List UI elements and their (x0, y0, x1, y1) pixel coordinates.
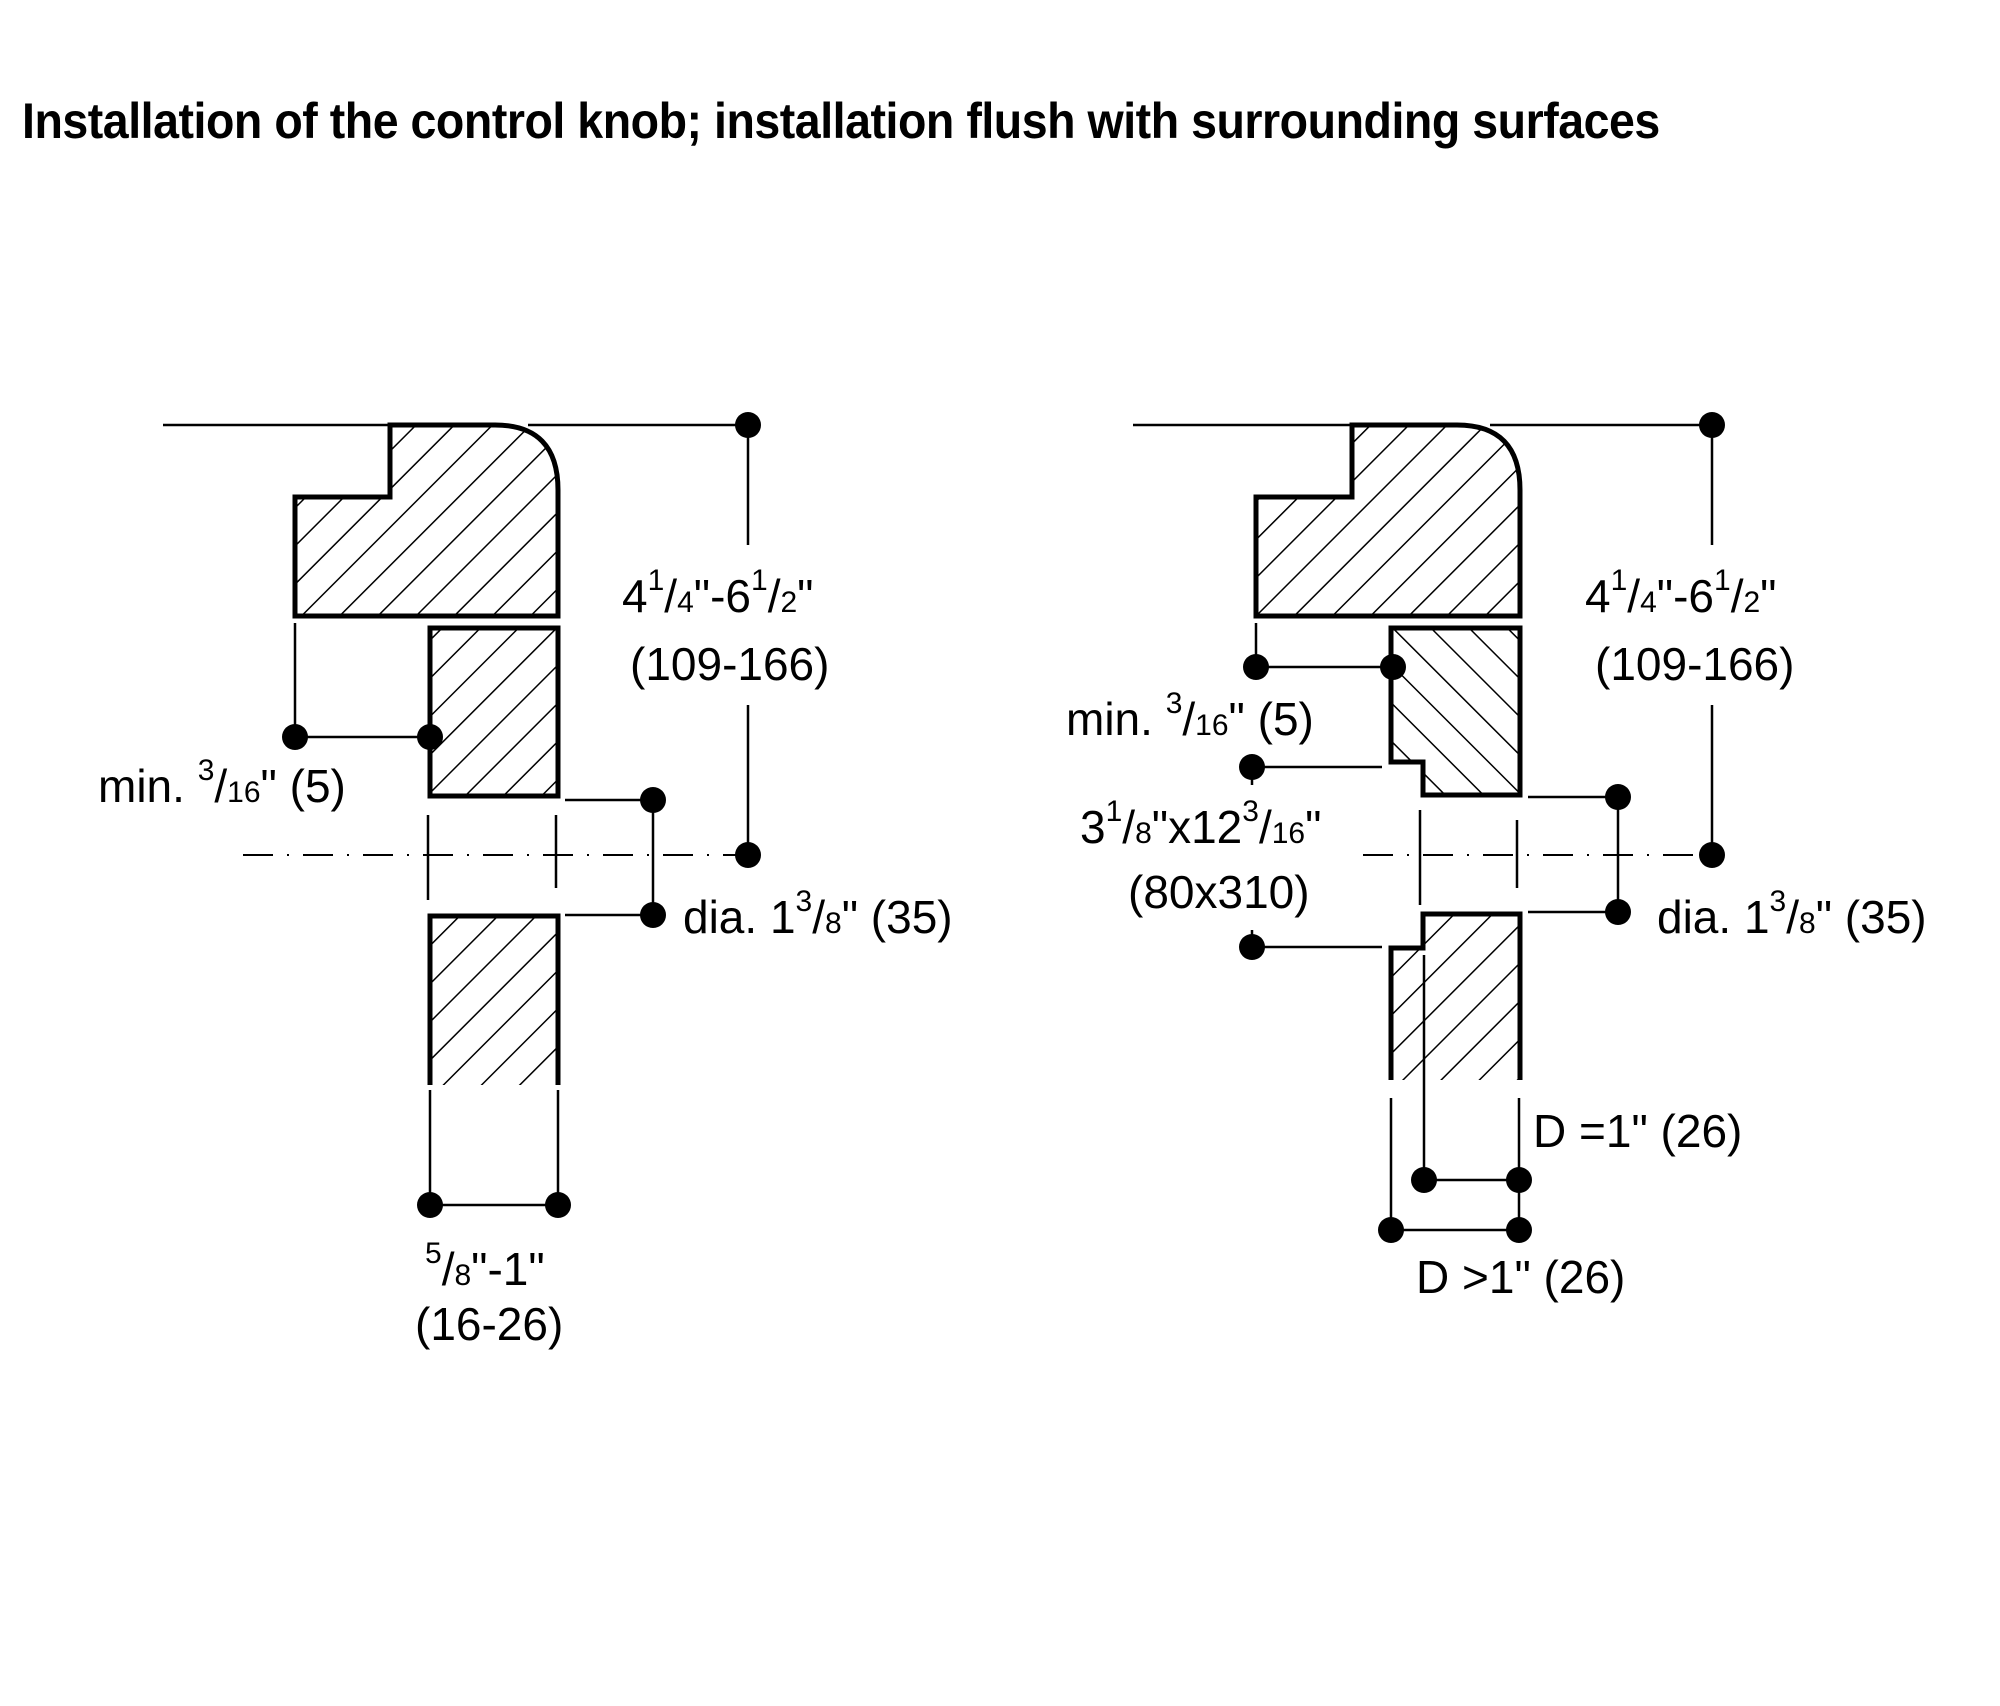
right-diagram: 41/4"-61/2" (109-166) min. 3/16" (5) 31/… (1066, 412, 1927, 1303)
dimension-dot (640, 902, 666, 928)
dimension-dot (1506, 1167, 1532, 1193)
dimension-dot (1380, 654, 1406, 680)
dimension-dot (1699, 412, 1725, 438)
panel-lower-section (427, 913, 561, 1085)
dimension-dot (735, 842, 761, 868)
d-greater-label: D >1" (26) (1416, 1251, 1625, 1303)
min-gap-label: min. 3/16" (5) (1066, 687, 1314, 745)
diameter-label: dia. 13/8" (35) (683, 885, 953, 943)
cutout-metric: (80x310) (1128, 866, 1310, 918)
dimension-dot (1411, 1167, 1437, 1193)
dimension-dot (282, 724, 308, 750)
height-dimension-metric: (109-166) (1595, 638, 1794, 690)
min-gap-label: min. 3/16" (5) (98, 754, 346, 812)
dimension-dot (1378, 1217, 1404, 1243)
dimension-dot (1506, 1217, 1532, 1243)
d-equal-label: D =1" (26) (1533, 1105, 1742, 1157)
dimension-dot (1243, 654, 1269, 680)
dimension-dot (1239, 754, 1265, 780)
height-dimension-label: 41/4"-61/2" (1585, 564, 1777, 622)
thickness-label: 5/8"-1" (425, 1237, 545, 1295)
dimension-dot (640, 787, 666, 813)
control-knob-section (292, 422, 561, 619)
dimension-dot (1605, 784, 1631, 810)
panel-upper-section (1388, 625, 1523, 798)
thickness-metric: (16-26) (415, 1298, 563, 1350)
cutout-label: 31/8"x123/16" (1080, 795, 1321, 853)
dimension-dot (1239, 934, 1265, 960)
dimension-dot (545, 1192, 571, 1218)
dimension-dot (417, 724, 443, 750)
diameter-label: dia. 13/8" (35) (1657, 885, 1927, 943)
panel-lower-section (1388, 911, 1523, 1080)
dimension-dot (1605, 899, 1631, 925)
dimension-dot (1699, 842, 1725, 868)
height-dimension-label: 41/4"-61/2" (622, 564, 814, 622)
page-title: Installation of the control knob; instal… (22, 93, 1660, 149)
left-diagram: 41/4"-61/2" (109-166) min. 3/16" (5) dia… (98, 412, 953, 1350)
dimension-dot (735, 412, 761, 438)
height-dimension-metric: (109-166) (630, 638, 829, 690)
panel-upper-section (427, 625, 561, 799)
dimension-dot (417, 1192, 443, 1218)
control-knob-section (1253, 422, 1523, 619)
